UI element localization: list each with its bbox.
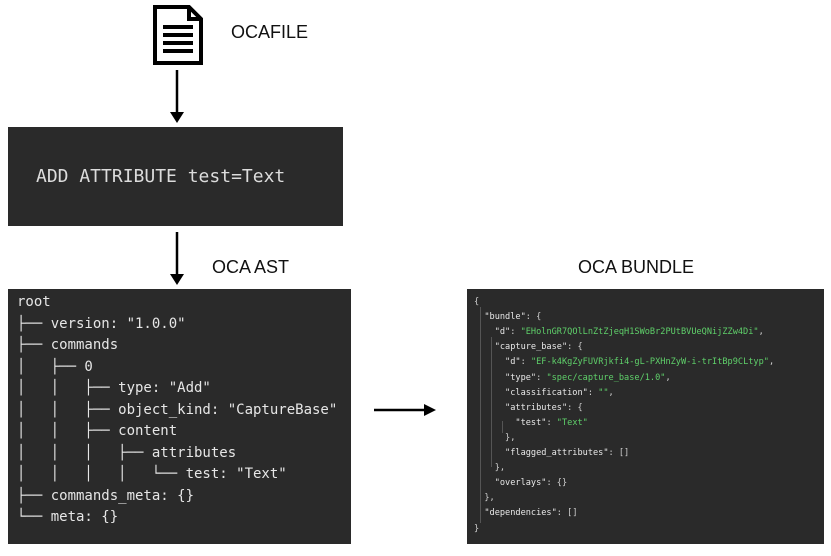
ast-line: │ │ │ ├── attributes (17, 445, 237, 461)
document-icon (151, 5, 205, 65)
ocafile-command-text: ADD ATTRIBUTE test=Text (36, 166, 286, 187)
ast-line: ├── commands_meta: {} (17, 488, 195, 504)
json-key: "type" (474, 372, 537, 383)
json-punctuation: : [] (608, 448, 630, 458)
arrow-right (374, 402, 438, 423)
ast-line: root (17, 294, 51, 310)
json-string: "Text" (556, 417, 588, 428)
ast-line: │ │ ├── type: "Add" (17, 380, 211, 396)
json-line: "capture_base": { (474, 341, 583, 353)
json-punctuation: : (587, 387, 599, 398)
json-line: }, (474, 432, 515, 444)
json-line: "attributes": { (474, 402, 583, 414)
json-punctuation: : (510, 327, 521, 338)
json-string: "EF-k4KgZyFUVRjkfi4-gL-PXHnZyW-i-trItBp9… (530, 357, 769, 368)
json-key: "d" (474, 327, 511, 338)
ast-line: ├── version: "1.0.0" (17, 316, 186, 332)
json-punctuation: }, (474, 463, 506, 474)
json-key: "dependencies" (474, 508, 557, 519)
json-line: "overlays": {} (474, 477, 567, 489)
json-punctuation: : {} (546, 478, 568, 489)
ocafile-label: OCAFILE (231, 22, 309, 42)
json-punctuation: : (546, 417, 557, 428)
json-punctuation: , (608, 387, 614, 398)
json-key: "flagged_attributes" (474, 448, 609, 458)
json-line: "classification": "", (474, 387, 614, 399)
json-line: }, (474, 492, 495, 504)
json-key: "attributes" (474, 402, 568, 413)
json-string: "EHolnGR7QOlLnZtZjeqH1SWoBr2PUtBVUeQNijZ… (520, 327, 759, 338)
json-line: "test": "Text" (474, 417, 588, 429)
ast-line: │ │ │ │ └── test: "Text" (17, 466, 287, 482)
json-punctuation: , (758, 327, 764, 338)
json-key: "d" (474, 357, 521, 368)
json-punctuation: : { (567, 342, 583, 353)
ast-line: │ ├── 0 (17, 359, 93, 375)
json-string: "spec/capture_base/1.0" (546, 372, 666, 383)
json-key: "bundle" (474, 312, 526, 323)
json-key: "classification" (474, 387, 588, 398)
indent-guide (480, 307, 481, 523)
json-line: "dependencies": [] (474, 507, 578, 519)
json-punctuation: }, (474, 493, 495, 504)
json-line: }, (474, 462, 505, 474)
ast-line: │ │ ├── content (17, 423, 178, 439)
oca-ast-label: OCA AST (212, 257, 290, 277)
json-punctuation: : [] (556, 508, 578, 519)
json-punctuation: }, (474, 432, 516, 443)
json-line: } (474, 523, 479, 535)
ast-line: ├── commands (17, 337, 119, 353)
ocafile-command-panel: ADD ATTRIBUTE test=Text (8, 127, 343, 226)
indent-guide (502, 421, 503, 433)
json-key: "capture_base" (474, 342, 568, 353)
json-key: "test" (474, 417, 547, 428)
json-line: "d": "EF-k4KgZyFUVRjkfi4-gL-PXHnZyW-i-tr… (474, 356, 774, 368)
json-punctuation: : { (525, 312, 542, 323)
json-line: "bundle": { (474, 311, 541, 323)
indent-guide (491, 337, 492, 467)
json-punctuation: : (520, 357, 531, 368)
arrow-down-2 (169, 232, 185, 291)
json-punctuation: } (474, 523, 480, 534)
json-punctuation: : { (567, 402, 583, 413)
json-line: "d": "EHolnGR7QOlLnZtZjeqH1SWoBr2PUtBVUe… (474, 326, 764, 338)
json-punctuation: , (768, 357, 775, 368)
oca-bundle-json-panel: { "bundle": { "d": "EHolnGR7QOlLnZtZjeqH… (467, 289, 824, 544)
json-line: "flagged_attributes": [] (474, 447, 629, 459)
json-key: "overlays" (474, 478, 547, 489)
json-string: "" (598, 387, 609, 398)
json-punctuation: { (474, 297, 480, 307)
json-punctuation: , (665, 372, 671, 383)
ast-line: │ │ ├── object_kind: "CaptureBase" (17, 402, 338, 418)
ast-tree-panel: root ├── version: "1.0.0" ├── commands │… (8, 289, 351, 544)
ast-line: └── meta: {} (17, 509, 119, 525)
json-punctuation: : (536, 372, 547, 383)
arrow-down-1 (169, 70, 185, 129)
oca-bundle-label: OCA BUNDLE (578, 257, 695, 277)
json-line: "type": "spec/capture_base/1.0", (474, 372, 671, 384)
json-line: { (474, 296, 479, 308)
